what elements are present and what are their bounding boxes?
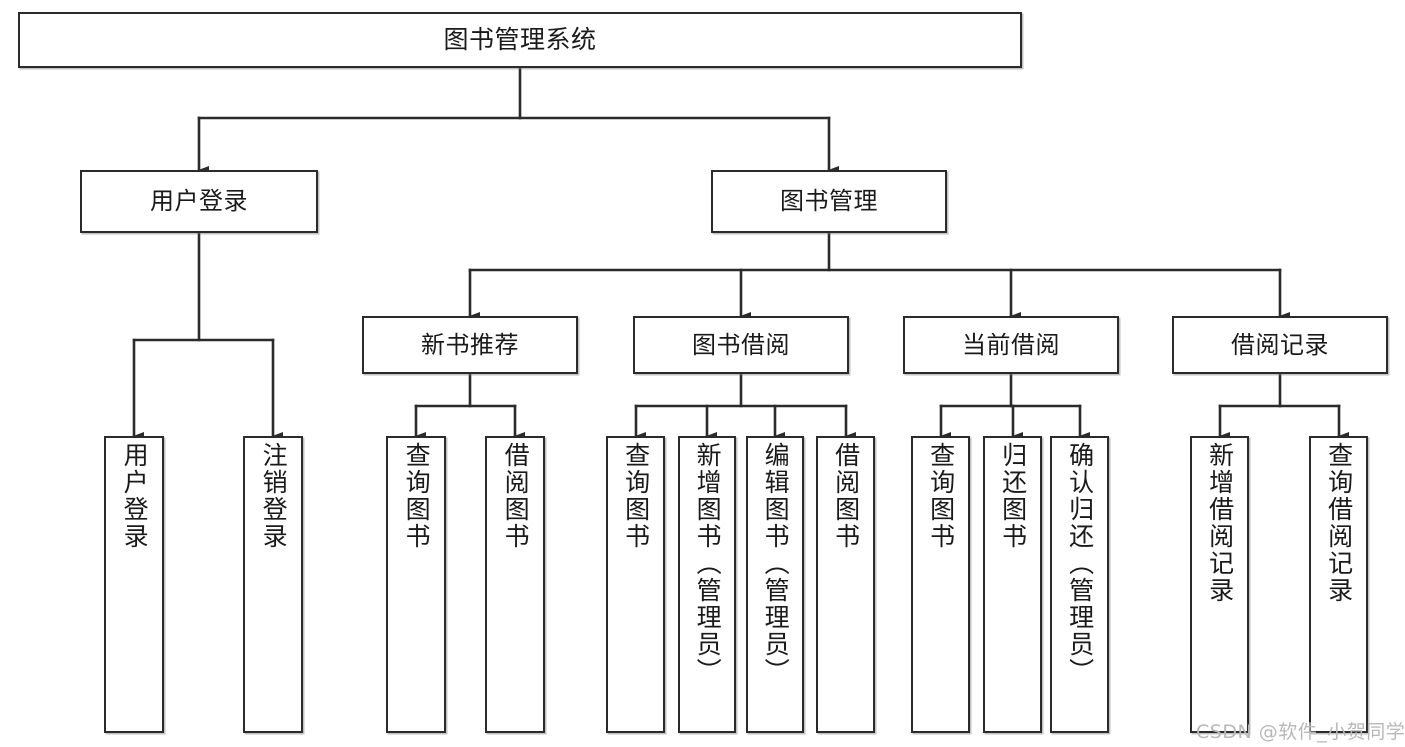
node-leaf-query-book-current-label: 查询图书	[926, 442, 956, 550]
node-book-management-label: 图书管理	[780, 187, 878, 216]
node-leaf-borrow-book-rec-label: 借阅图书	[501, 442, 531, 550]
node-leaf-edit-book[interactable]: 编辑图书（管理员）	[746, 436, 804, 733]
node-leaf-confirm-return-label: 确认归还（管理员）	[1065, 442, 1095, 685]
node-user-login-label: 用户登录	[150, 187, 248, 216]
node-leaf-edit-book-label: 编辑图书（管理员）	[761, 442, 791, 685]
node-leaf-return-book[interactable]: 归还图书	[983, 436, 1042, 733]
node-leaf-add-book-label: 新增图书（管理员）	[693, 442, 723, 685]
node-borrow-record-label: 借阅记录	[1231, 330, 1329, 359]
node-leaf-return-book-label: 归还图书	[998, 442, 1028, 550]
node-book-borrow-label: 图书借阅	[692, 330, 790, 359]
node-leaf-add-book[interactable]: 新增图书（管理员）	[678, 436, 736, 733]
node-user-login[interactable]: 用户登录	[80, 170, 318, 233]
node-leaf-query-book-rec-label: 查询图书	[402, 442, 432, 550]
node-current-borrow-label: 当前借阅	[962, 330, 1060, 359]
node-root-label: 图书管理系统	[443, 25, 597, 55]
node-leaf-logout-label: 注销登录	[259, 442, 289, 550]
node-new-book-recommend[interactable]: 新书推荐	[362, 316, 578, 374]
node-leaf-query-book-rec[interactable]: 查询图书	[386, 436, 446, 733]
node-leaf-add-record-label: 新增借阅记录	[1205, 442, 1235, 604]
node-leaf-query-record-label: 查询借阅记录	[1324, 442, 1354, 604]
node-leaf-logout[interactable]: 注销登录	[243, 436, 303, 733]
node-borrow-record[interactable]: 借阅记录	[1172, 316, 1388, 374]
node-book-borrow[interactable]: 图书借阅	[633, 316, 849, 374]
node-leaf-confirm-return[interactable]: 确认归还（管理员）	[1050, 436, 1109, 733]
node-leaf-borrow-book-rec[interactable]: 借阅图书	[485, 436, 545, 733]
node-leaf-borrow-book-label: 借阅图书	[831, 442, 861, 550]
node-leaf-query-book-borrow[interactable]: 查询图书	[606, 436, 665, 733]
node-leaf-add-record[interactable]: 新增借阅记录	[1190, 436, 1249, 733]
node-leaf-borrow-book[interactable]: 借阅图书	[816, 436, 875, 733]
node-leaf-user-login-label: 用户登录	[120, 442, 150, 550]
node-current-borrow[interactable]: 当前借阅	[903, 316, 1119, 374]
node-new-book-recommend-label: 新书推荐	[421, 330, 519, 359]
node-leaf-user-login[interactable]: 用户登录	[104, 436, 164, 733]
node-root[interactable]: 图书管理系统	[18, 12, 1022, 68]
node-book-management[interactable]: 图书管理	[711, 170, 947, 233]
node-leaf-query-book-borrow-label: 查询图书	[621, 442, 651, 550]
csdn-watermark: CSDN @软件_小贺同学	[1196, 721, 1405, 743]
node-leaf-query-record[interactable]: 查询借阅记录	[1309, 436, 1368, 733]
node-leaf-query-book-current[interactable]: 查询图书	[911, 436, 970, 733]
